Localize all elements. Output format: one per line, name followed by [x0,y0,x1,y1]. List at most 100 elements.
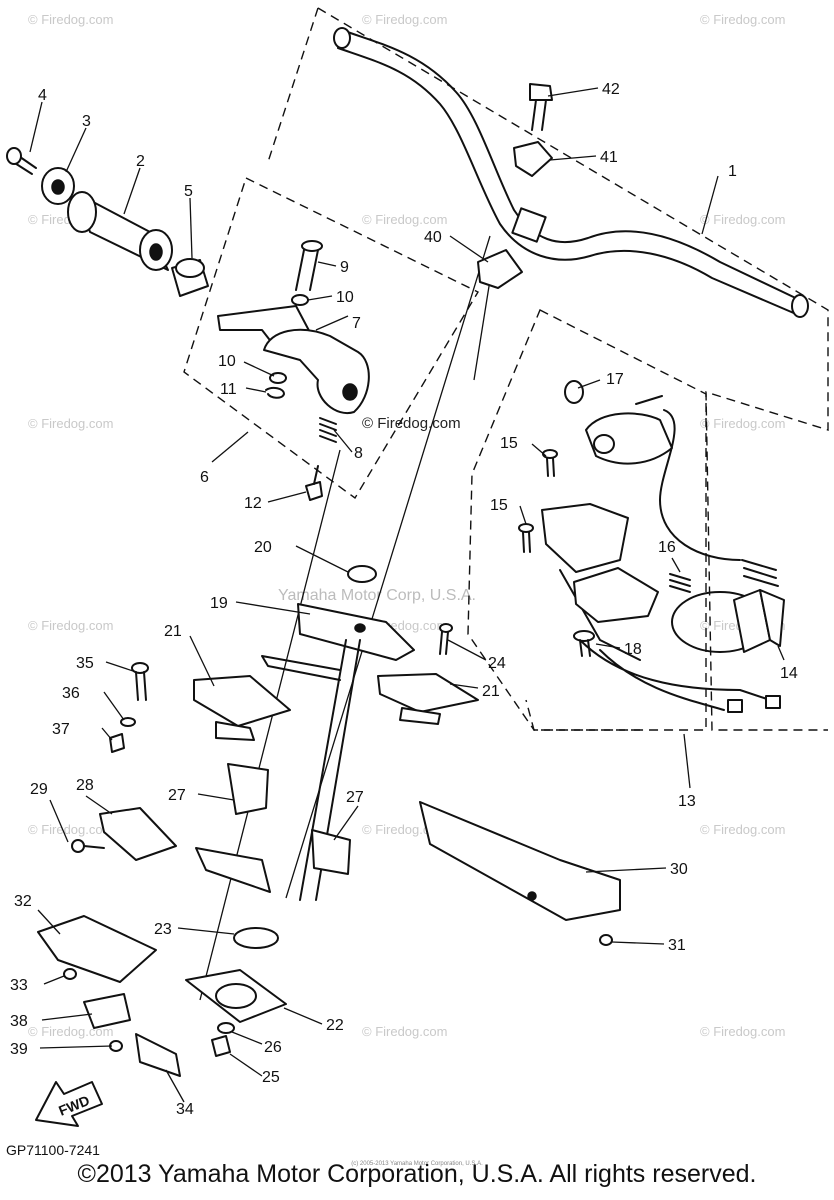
copyright-notice: ©2013 Yamaha Motor Corporation, U.S.A. A… [77,1160,757,1188]
callout-41: 41 [600,149,618,166]
watermark: © Firedog.com [28,618,113,633]
circlip [265,386,285,399]
callout-36: 36 [62,685,80,702]
bolt [518,449,558,553]
cover-plate [419,801,621,946]
watermark: © Firedog.com [28,12,113,27]
callout-28: 28 [76,777,94,794]
watermark: © Firedog.com [28,416,113,431]
callout-33: 33 [10,977,28,994]
callout-23: 23 [154,921,172,938]
callout-27: 27 [346,789,364,806]
callout-39: 39 [10,1041,28,1058]
callout-5: 5 [184,183,193,200]
handlebar-holder-lower [477,249,523,289]
grip-end-collar [41,167,75,205]
column-mount-bolt [109,623,453,753]
callout-12: 12 [244,495,262,512]
callout-29: 29 [30,781,48,798]
callout-30: 30 [670,861,688,878]
callout-8: 8 [354,445,363,462]
lanyard-coil [671,559,785,653]
washer-nut [211,1022,235,1057]
spring [669,573,691,593]
yamaha-watermark: Yamaha Motor Corp, U.S.A. [278,587,476,604]
callout-7: 7 [352,315,361,332]
callout-22: 22 [326,1017,344,1034]
callout-18: 18 [624,641,642,658]
callout-1: 1 [728,163,737,180]
callout-32: 32 [14,893,32,910]
watermark: © Firedog.com [700,12,785,27]
watermark: © Firedog.com [362,1024,447,1039]
callout-40: 40 [424,229,442,246]
leader-lines [29,87,785,1103]
callout-21: 21 [164,623,182,640]
callout-11: 11 [220,381,237,398]
watermark-center: © Firedog.com [362,415,461,432]
wire-leads [579,639,781,713]
pivot-bolt [295,240,323,291]
callout-26: 26 [264,1039,282,1056]
callout-34: 34 [176,1101,194,1118]
callout-25: 25 [262,1069,280,1086]
watermark: © Firedog.com [700,416,785,431]
callout-14: 14 [780,665,798,682]
clip [135,1033,181,1077]
callout-15: 15 [490,497,508,514]
gasket [185,969,287,1023]
watermark: © Firedog.com [700,822,785,837]
throttle-lever [217,305,370,415]
switch-housing [585,395,741,561]
cover [347,565,377,583]
callout-labels: 1 2 3 4 5 6 7 8 9 10 10 11 12 13 14 15 1… [10,81,798,1118]
callout-9: 9 [340,259,349,276]
callout-6: 6 [200,469,209,486]
callout-35: 35 [76,655,94,672]
callout-16: 16 [658,539,676,556]
forward-arrow-icon: FWD [35,1081,103,1127]
throttle-assembly-outline [183,177,479,500]
steering-column [195,603,415,901]
callout-20: 20 [254,539,272,556]
callout-38: 38 [10,1013,28,1030]
watermark: © Firedog.com [28,1024,113,1039]
watermark: © Firedog.com [362,12,447,27]
callout-27: 27 [168,787,186,804]
callout-10: 10 [218,353,236,370]
bracket-plate [37,915,157,1052]
callout-31: 31 [668,937,686,954]
spring [319,417,337,443]
watermark: © Firedog.com [700,1024,785,1039]
callout-15: 15 [500,435,518,452]
bolt [573,630,595,657]
throttle-sleeve [171,258,209,297]
grip-end-screw [6,147,37,175]
handlebar-holder-bolt [529,83,553,131]
watermark: © Firedog.com [362,212,447,227]
column-bracket [193,673,479,741]
callout-17: 17 [606,371,624,388]
handlebar [333,27,809,318]
watermark: © Firedog.com [700,212,785,227]
watermark: © Firedog.com [28,822,113,837]
callout-19: 19 [210,595,228,612]
switch-assembly-outline [467,309,707,731]
callout-24: 24 [488,655,506,672]
callout-42: 42 [602,81,620,98]
callout-10: 10 [336,289,354,306]
damper [227,763,351,875]
diagram-code: GP71100-7241 [6,1142,100,1158]
callout-4: 4 [38,87,47,104]
tiny-copyright: (c) 2005-2013 Yamaha Motor Corporation, … [351,1161,483,1167]
handlebar-holder-upper [513,141,553,177]
callout-37: 37 [52,721,70,738]
bracket [71,807,177,861]
hose-clamp [233,927,279,949]
callout-2: 2 [136,153,145,170]
handlebar-assembly-outline [267,7,319,163]
callout-3: 3 [82,113,91,130]
cap [564,380,584,404]
screw [305,465,323,501]
